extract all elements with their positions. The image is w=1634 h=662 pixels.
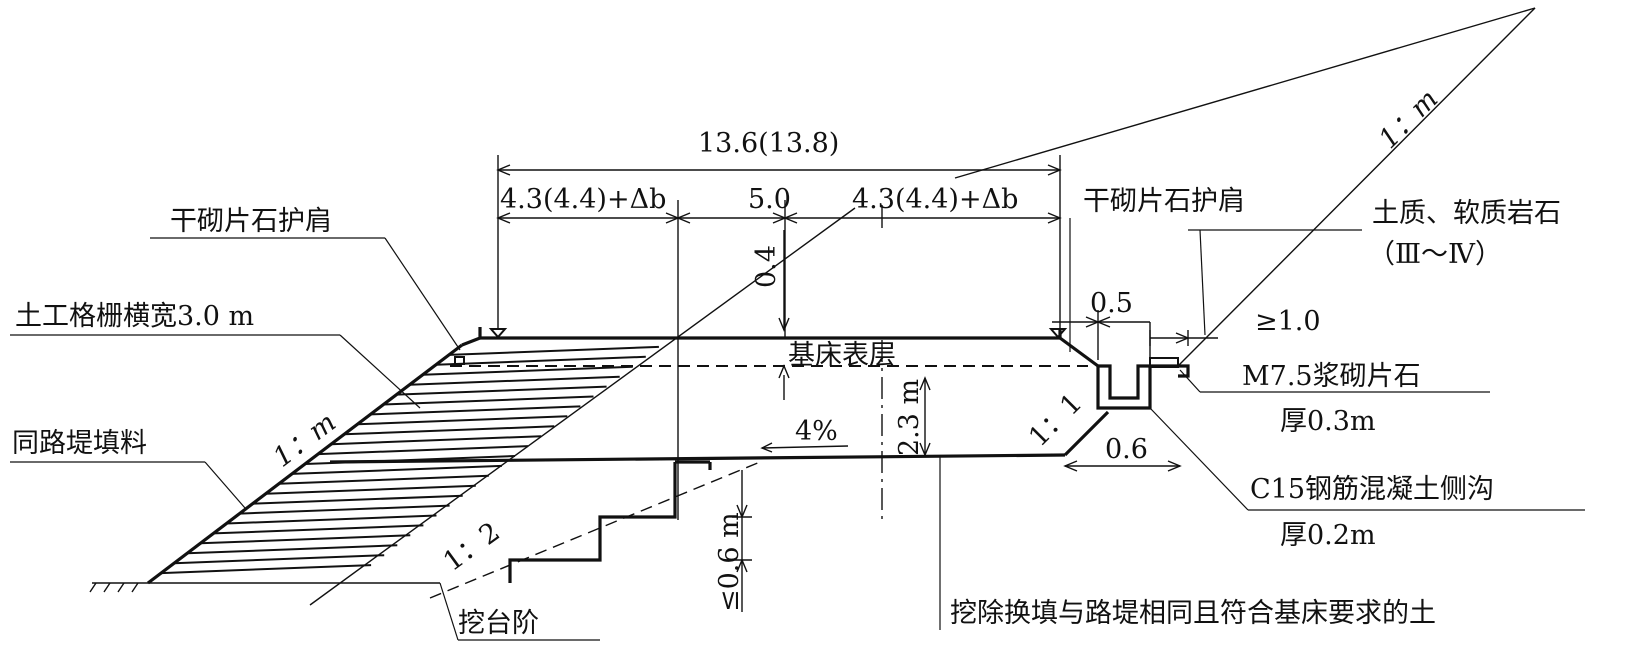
side-ditch [1096,357,1190,410]
geogrid-line [344,425,555,436]
mortar-thickness-label: 厚0.3m [1280,406,1376,437]
berm-width-label: ≥1.0 [1255,306,1321,337]
subgrade-surface-label: 基床表层 [788,340,896,371]
surface-depth-label: 0.4 [751,245,782,288]
geogrid-line [187,544,398,555]
geogrid-line [409,375,620,386]
bed-depth-label: 2.3 m [894,379,925,456]
middle-width-label: 5.0 [748,184,791,215]
replacement-label: 挖除换填与路堤相同且符合基床要求的土 [950,598,1436,629]
geogrid-line [252,494,463,505]
geogrid-line [370,405,581,416]
geogrid-line [448,345,659,356]
soil-rock-label: 土质、软质岩石 [1372,198,1561,229]
reference-lines [497,155,1061,520]
cut-slope-line [1177,7,1536,367]
ground-slope-line [309,207,856,606]
ground-slope-label: 1：2 [438,517,506,578]
geogrid-line [226,514,437,525]
ditch-width-label: 0.6 [1105,434,1148,465]
geogrid-line [304,455,516,465]
mortar-leader [1179,369,1201,393]
left-shoulder-label: 干砌片石护肩 [170,206,332,237]
cross-slope-label: 4% [795,416,838,447]
geogrid-line [422,365,633,376]
geogrid-line [357,415,568,426]
bench-height-label: ≤0.6 m [714,512,745,612]
right-width-label: 4.3(4.4)+Δb [852,184,1018,215]
geogrid-label: 土工格栅横宽3.0 m [15,301,254,332]
geogrid-line [174,554,385,565]
total-width-dimension: 13.6(13.8) [496,128,1062,176]
geogrid-line [278,474,489,485]
ditch-thickness-label: 厚0.2m [1280,520,1376,551]
bench-height-dimension: ≤0.6 m [714,470,752,612]
geogrid-line [291,464,502,475]
geogrid-line [331,435,542,446]
geogrid-line [435,355,646,366]
cross-slope-marker: 4% [760,416,849,453]
ditch-dimensions: 0.5 ≥1.0 0.6 [1052,288,1321,472]
geogrid-line [265,484,476,495]
segment-width-dimension: 4.3(4.4)+Δb 5.0 4.3(4.4)+Δb [496,184,1062,228]
bench-label: 挖台阶 [458,608,539,639]
cut-slope-label: 1：m [1373,84,1444,155]
right-shoulder-label: 干砌片石护肩 [1083,186,1245,217]
geogrid-layers [161,345,659,575]
bench-excavation [429,460,761,599]
geogrid-line [383,395,594,406]
upper-reference-line [954,7,1536,179]
original-ground [89,582,440,593]
rock-class-label: （Ⅲ～Ⅳ） [1368,239,1502,270]
geogrid-line [200,534,411,545]
mortar-label: M7.5浆砌片石 [1242,361,1421,392]
bench-leader [439,582,459,641]
geogrid-line [318,445,529,456]
geogrid-line [396,385,607,396]
geogrid-line [239,504,450,515]
ditch-top-label: 0.5 [1090,288,1133,319]
geogrid-line [213,524,424,535]
same-fill-label: 同路堤填料 [12,428,147,459]
shoulder-markers [454,328,1068,365]
total-width-label: 13.6(13.8) [698,128,839,159]
concrete-ditch-label: C15钢筋混凝土侧沟 [1250,474,1494,505]
concrete-ditch-leader [1149,407,1249,511]
bed-depth-dimension: 2.3 m [894,376,931,457]
left-width-label: 4.3(4.4)+Δb [500,184,666,215]
surface-depth-dimension: 0.4 [751,230,790,400]
geogrid-line [161,564,372,575]
